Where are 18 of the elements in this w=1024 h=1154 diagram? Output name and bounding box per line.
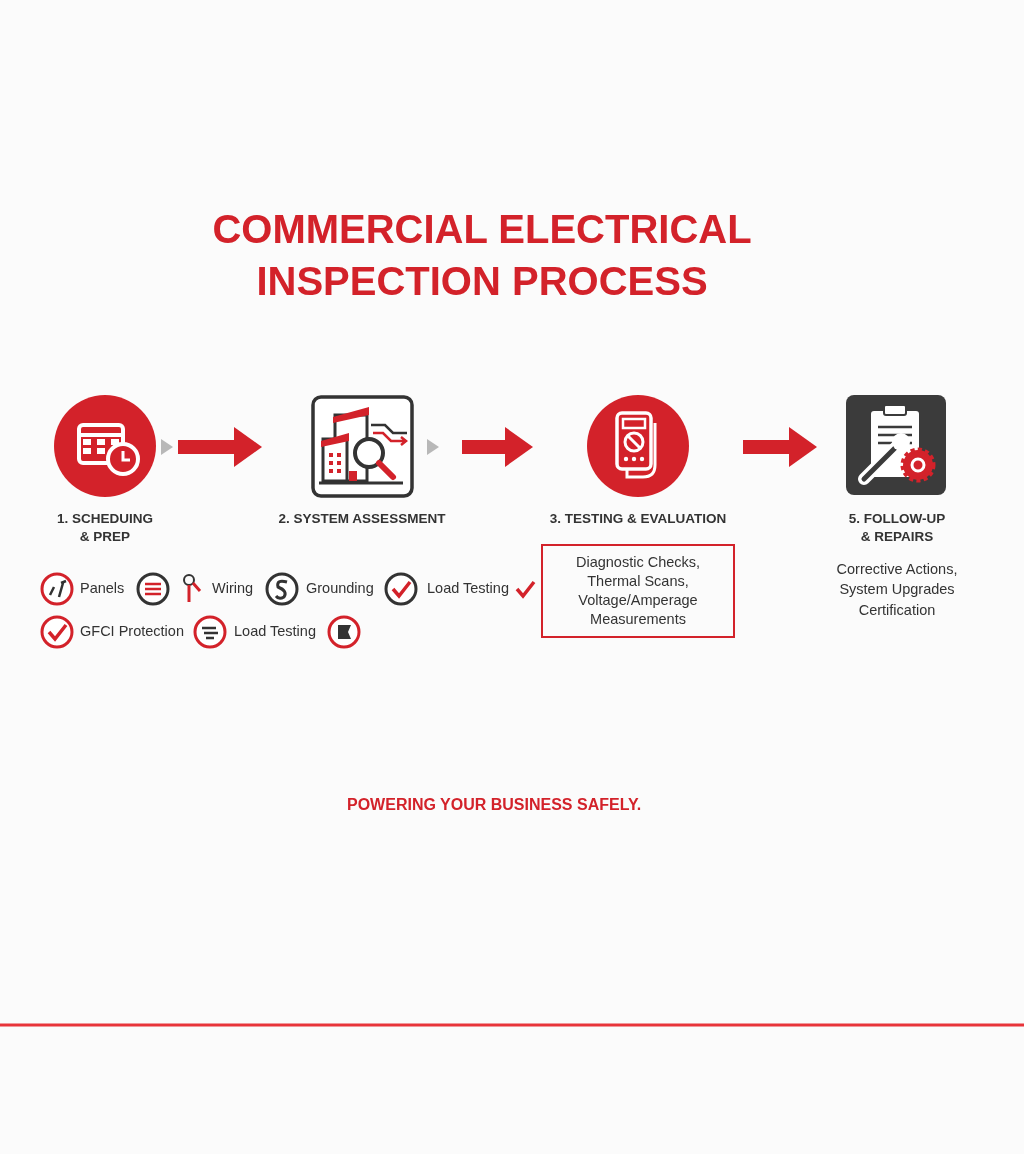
item-label: Wiring: [212, 580, 254, 596]
step-details: Corrective Actions, System Upgrades Certification: [835, 560, 959, 620]
arrow: [462, 427, 533, 467]
step-title: 1. SCHEDUING & PREP: [56, 510, 154, 546]
item-label: GFCI Protection: [80, 623, 184, 639]
arrow: [178, 427, 262, 467]
item-label: Load Testing: [427, 580, 509, 596]
item-label: Grounding: [306, 580, 374, 596]
item-label: Panels: [80, 580, 125, 596]
arrow: [743, 427, 817, 467]
item-label: Load Testing: [234, 623, 316, 639]
step-details: Diagnostic Checks, Thermal Scans, Voltage/Amperage Measurements: [574, 553, 702, 629]
step-title: 3. TESTING & EVALUATION: [549, 510, 727, 528]
tagline: POWERING YOUR BUSINESS SAFELY.: [347, 796, 642, 814]
step-title: 5. FOLLOW-UP & REPAIRS: [847, 510, 947, 546]
title: COMMERCIAL ELECTRICAL INSPECTION PROCESS: [211, 206, 753, 305]
text-box: [541, 544, 735, 638]
step-title: 2. SYSTEM ASSESSMENT: [278, 510, 446, 528]
